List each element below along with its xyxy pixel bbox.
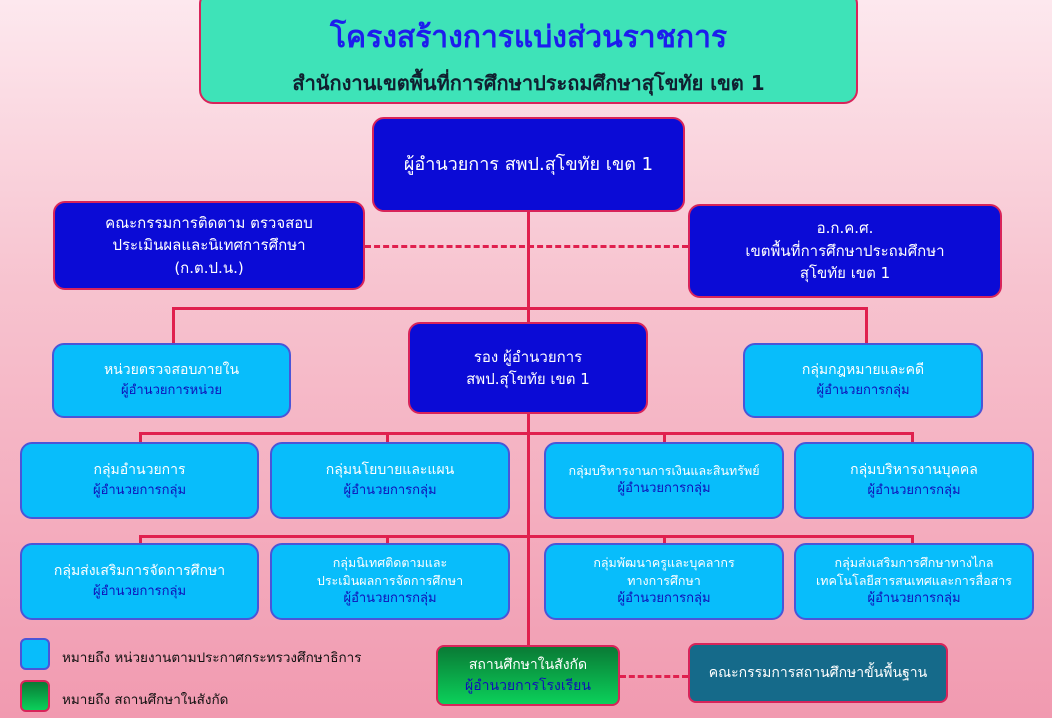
director-label: ผู้อำนวยการ สพป.สุโขทัย เขต 1	[403, 154, 654, 175]
unit-name: กลุ่มพัฒนาครูและบุคลากร	[593, 554, 735, 570]
deputy-line: สพป.สุโขทัย เขต 1	[466, 370, 590, 388]
connector	[139, 535, 142, 543]
unit-head: ผู้อำนวยการกลุ่ม	[92, 483, 187, 499]
unit-head: ผู้อำนวยการกลุ่ม	[92, 584, 187, 600]
unit-name: กลุ่มกฎหมายและคดี	[801, 362, 925, 379]
connector	[139, 432, 142, 442]
group-box: กลุ่มบริหารงานบุคคลผู้อำนวยการกลุ่ม	[794, 442, 1034, 519]
legend-label-blue: หมายถึง หน่วยงานตามประกาศกระทรวงศึกษาธิก…	[62, 650, 362, 666]
unit-head: ผู้อำนวยการกลุ่ม	[343, 591, 437, 607]
committee-line: คณะกรรมการติดตาม ตรวจสอบ	[105, 213, 313, 232]
unit-name: กลุ่มอำนวยการ	[93, 462, 186, 479]
unit-name: ทางการศึกษา	[627, 573, 701, 589]
legend-swatch-green	[20, 680, 50, 712]
dashed-connector	[620, 675, 688, 678]
connector	[139, 432, 914, 435]
committee-box: คณะกรรมการติดตาม ตรวจสอบ ประเมินผลและนิเ…	[53, 201, 365, 290]
unit-name: กลุ่มส่งเสริมการจัดการศึกษา	[53, 563, 226, 580]
unit-name: เทคโนโลยีสารสนเทศและการสื่อสาร	[815, 573, 1013, 589]
connector	[172, 307, 175, 343]
group-box: กลุ่มบริหารงานการเงินและสินทรัพย์ผู้อำนว…	[544, 442, 784, 519]
audit-box: หน่วยตรวจสอบภายใน ผู้อำนวยการหน่วย	[52, 343, 291, 418]
okks-line: เขตพื้นที่การศึกษาประถมศึกษา	[745, 241, 945, 260]
unit-head: ผู้อำนวยการหน่วย	[120, 383, 223, 399]
okks-line: สุโขทัย เขต 1	[799, 264, 891, 283]
legend-label-green: หมายถึง สถานศึกษาในสังกัด	[62, 692, 229, 708]
unit-head: ผู้อำนวยการกลุ่ม	[816, 383, 910, 399]
group-box: กลุ่มอำนวยการผู้อำนวยการกลุ่ม	[20, 442, 259, 519]
unit-head: ผู้อำนวยการโรงเรียน	[465, 677, 591, 694]
committee-line: (ก.ต.ป.น.)	[174, 258, 244, 277]
unit-name: กลุ่มส่งเสริมการศึกษาทางไกล	[834, 554, 994, 570]
connector	[386, 535, 389, 543]
connector	[172, 307, 868, 310]
connector	[139, 535, 914, 538]
unit-name: กลุ่มบริหารงานบุคคล	[850, 462, 978, 479]
connector	[865, 307, 868, 343]
unit-name: คณะกรรมการสถานศึกษาขั้นพื้นฐาน	[708, 664, 928, 681]
unit-head: ผู้อำนวยการกลุ่ม	[867, 591, 961, 607]
group-box: กลุ่มส่งเสริมการจัดการศึกษาผู้อำนวยการกล…	[20, 543, 259, 620]
unit-name: กลุ่มนิเทศติดตามและ	[332, 554, 448, 570]
connector	[386, 432, 389, 442]
director-box: ผู้อำนวยการ สพป.สุโขทัย เขต 1	[372, 117, 685, 212]
connector	[663, 432, 666, 442]
connector	[911, 535, 914, 543]
committee-line: ประเมินผลและนิเทศการศึกษา	[112, 236, 306, 255]
unit-name: หน่วยตรวจสอบภายใน	[103, 362, 240, 379]
okks-line: อ.ก.ค.ศ.	[816, 219, 874, 238]
chart-subtitle: สำนักงานเขตพื้นที่การศึกษาประถมศึกษาสุโข…	[292, 71, 765, 95]
legal-box: กลุ่มกฎหมายและคดี ผู้อำนวยการกลุ่ม	[743, 343, 983, 418]
board-box: คณะกรรมการสถานศึกษาขั้นพื้นฐาน	[688, 643, 948, 703]
deputy-box: รอง ผู้อำนวยการ สพป.สุโขทัย เขต 1	[408, 322, 648, 414]
connector	[663, 535, 666, 543]
dashed-connector	[365, 245, 688, 248]
unit-head: ผู้อำนวยการกลุ่ม	[617, 591, 711, 607]
unit-name: กลุ่มนโยบายและแผน	[325, 462, 455, 479]
unit-head: ผู้อำนวยการกลุ่ม	[867, 483, 961, 499]
connector	[911, 432, 914, 442]
school-box: สถานศึกษาในสังกัด ผู้อำนวยการโรงเรียน	[436, 645, 620, 706]
connector	[527, 212, 530, 645]
group-box: กลุ่มนโยบายและแผนผู้อำนวยการกลุ่ม	[270, 442, 510, 519]
unit-head: ผู้อำนวยการกลุ่ม	[617, 481, 711, 497]
group-box: กลุ่มนิเทศติดตามและประเมินผลการจัดการศึก…	[270, 543, 510, 620]
group-box: กลุ่มพัฒนาครูและบุคลากรทางการศึกษาผู้อำน…	[544, 543, 784, 620]
deputy-line: รอง ผู้อำนวยการ	[473, 347, 583, 366]
chart-title: โครงสร้างการแบ่งส่วนราชการ	[329, 20, 728, 55]
group-box: กลุ่มส่งเสริมการศึกษาทางไกลเทคโนโลยีสารส…	[794, 543, 1034, 620]
unit-name: ประเมินผลการจัดการศึกษา	[316, 573, 464, 589]
unit-name: กลุ่มบริหารงานการเงินและสินทรัพย์	[568, 463, 760, 479]
unit-name: สถานศึกษาในสังกัด	[468, 656, 588, 673]
okks-box: อ.ก.ค.ศ. เขตพื้นที่การศึกษาประถมศึกษา สุ…	[688, 204, 1002, 298]
chart-header: โครงสร้างการแบ่งส่วนราชการ สำนักงานเขตพื…	[199, 0, 858, 104]
unit-head: ผู้อำนวยการกลุ่ม	[343, 483, 437, 499]
legend-swatch-blue	[20, 638, 50, 670]
